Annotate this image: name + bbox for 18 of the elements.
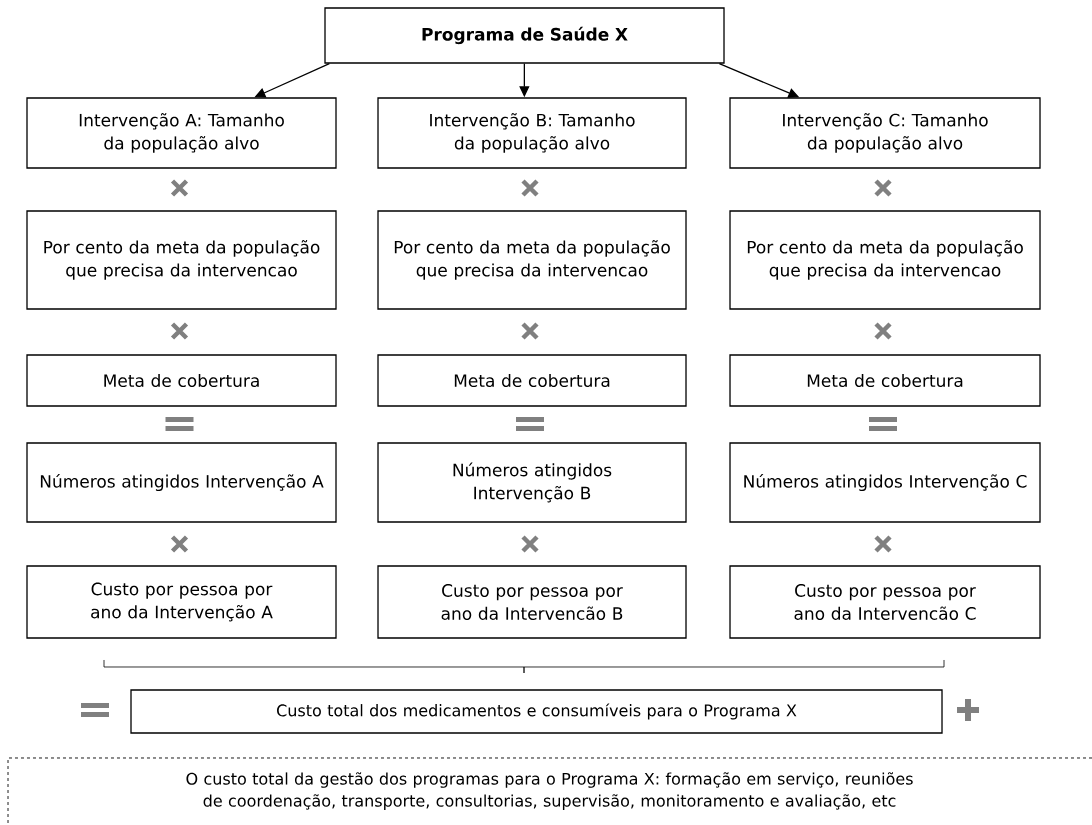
step-box: Meta de cobertura [26,354,337,407]
step-box: Por cento da meta da população que precisa da intervencao [377,210,687,310]
step-box: Números atingidos Intervenção B [377,442,687,523]
step-box: Meta de cobertura [729,354,1041,407]
step-box: Meta de cobertura [377,354,687,407]
step-box: Por cento da meta da população que precisa da intervencao [26,210,337,310]
title-box: Programa de Saúde X [324,7,725,64]
step-box: Números atingidos Intervenção A [26,442,337,523]
dashed-note-box: O custo total da gestão dos programas para o Programa X: formação em serviço, reuniões de coordenação, transporte, consultorias, supervisão, monitoramento e avaliação, etc [7,757,1092,825]
step-box: Intervenção C: Tamanho da população alvo [729,97,1041,169]
step-box: Intervenção A: Tamanho da população alvo [26,97,337,169]
step-box: Por cento da meta da população que precisa da intervencao [729,210,1041,310]
step-box: Custo por pessoa por ano da Intervencão B [377,565,687,639]
step-box: Custo por pessoa por ano da Intervenção A [26,565,337,639]
step-box: Custo por pessoa por ano da Intervencão C [729,565,1041,639]
step-box: Intervenção B: Tamanho da população alvo [377,97,687,169]
total-box: Custo total dos medicamentos e consumíveis para o Programa X [130,689,943,734]
step-box: Números atingidos Intervenção C [729,442,1041,523]
